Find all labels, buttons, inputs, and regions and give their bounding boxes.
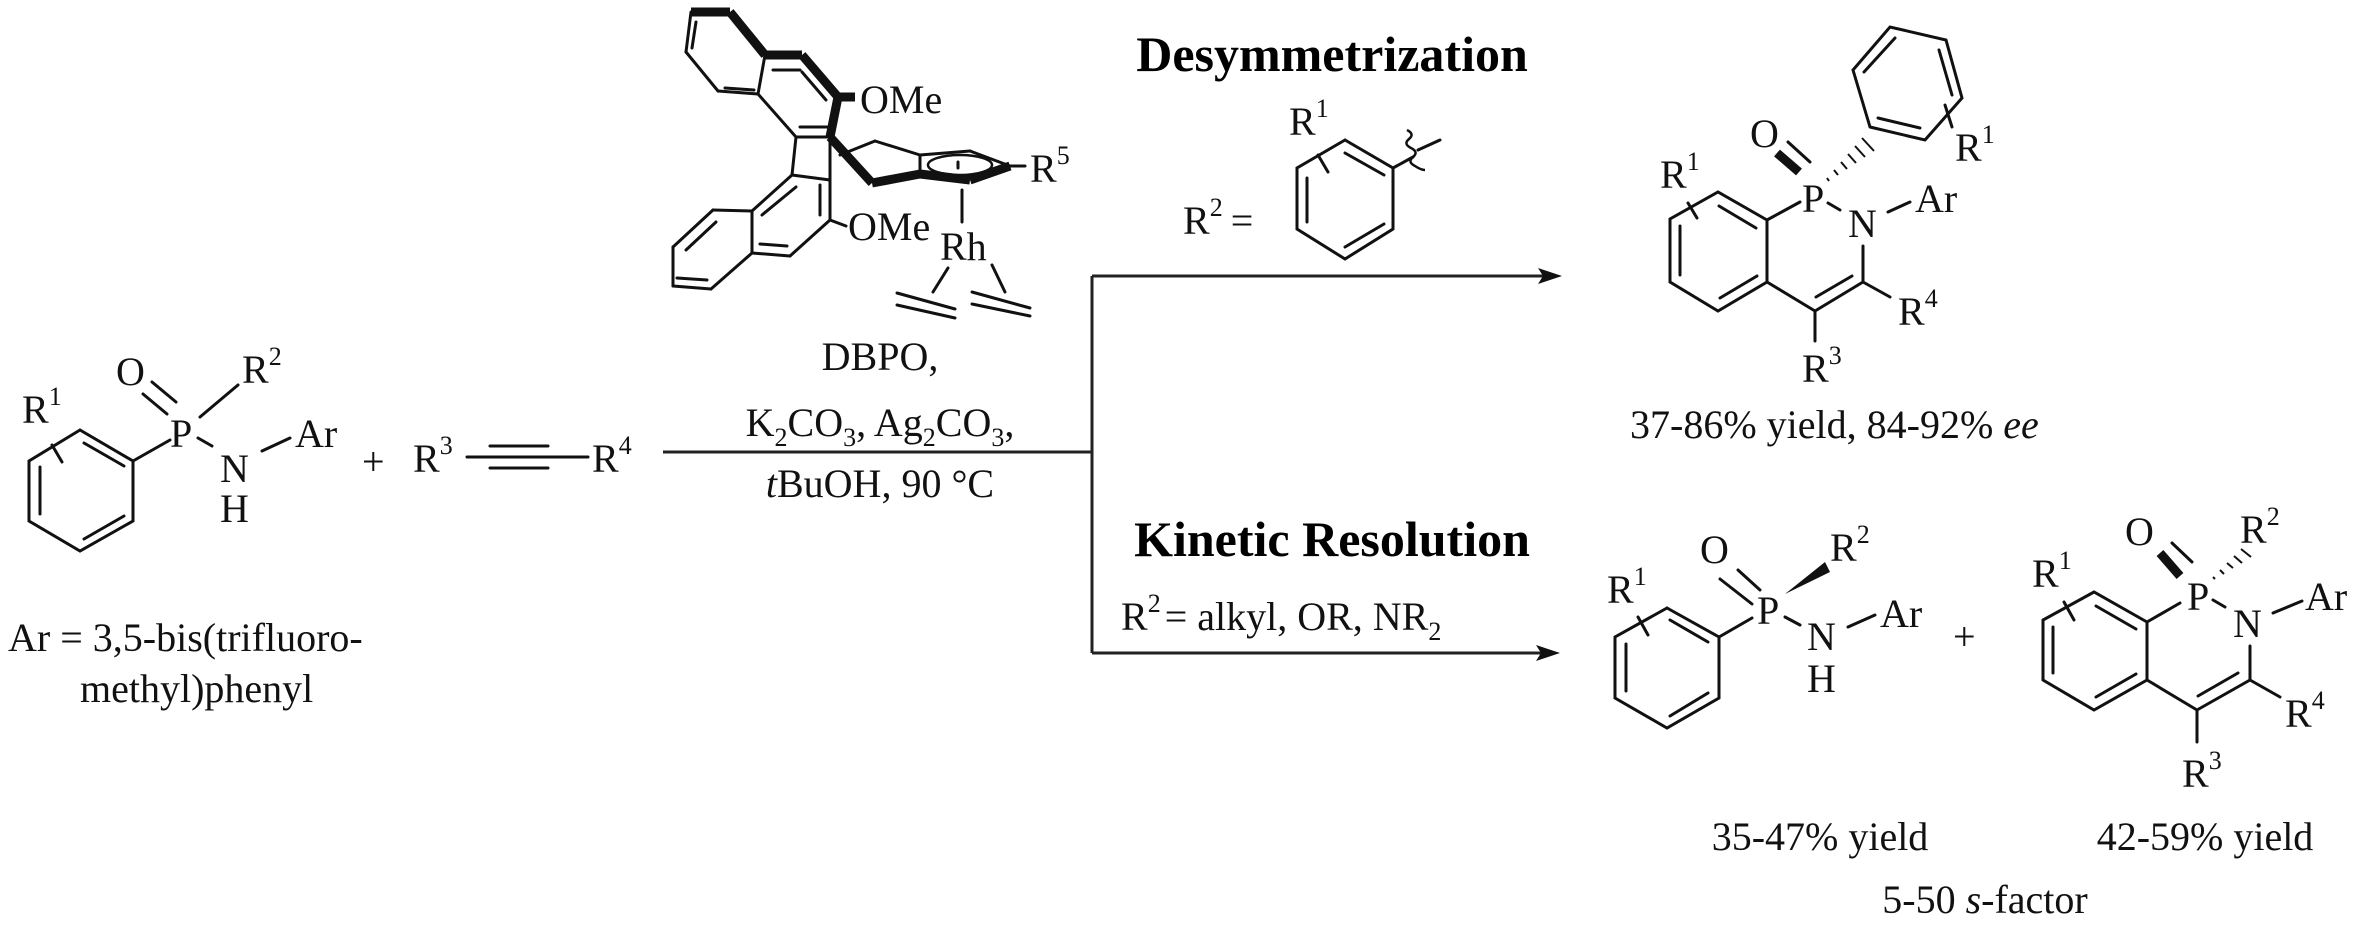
- recovered-P: P: [1757, 588, 1779, 633]
- product-desymmetrization: O P N Ar R1 R1 R4 R3: [1660, 25, 1995, 391]
- kr-product-R2: R2: [2240, 502, 2280, 552]
- ar-definition-line2: methyl)phenyl: [80, 666, 313, 711]
- product1-N: N: [1848, 201, 1877, 246]
- catalyst-OMe-bottom: OMe: [848, 204, 930, 249]
- product1-Ar: Ar: [1915, 176, 1957, 221]
- benzene-ring: [27, 428, 135, 553]
- catalyst-OMe-top: OMe: [860, 77, 942, 122]
- product1-R3: R3: [1802, 341, 1842, 391]
- condition-solvent-temp: tBuOH, 90 °C: [766, 461, 994, 506]
- condition-bases: K2CO3, Ag2CO3,: [746, 400, 1015, 452]
- plus-sign-products: +: [1953, 614, 1976, 659]
- kr-product-N: N: [2233, 601, 2262, 646]
- product1-R1-left: R1: [1660, 147, 1700, 197]
- kr-product-R1: R1: [2032, 546, 2072, 596]
- atom-R4: R4: [592, 431, 632, 481]
- recovered-O: O: [1700, 527, 1729, 572]
- product1-R4: R4: [1898, 284, 1938, 334]
- product1-O: O: [1750, 111, 1779, 156]
- recovered-H: H: [1807, 656, 1836, 701]
- product-kinetic-resolution: O P R2 N Ar R1 R4 R3: [2032, 502, 2347, 796]
- kr-product-P: P: [2187, 574, 2209, 619]
- condition-catalyst: DBPO,: [822, 334, 939, 379]
- r2-aryl-definition: R2= R1: [1183, 94, 1442, 261]
- s-factor: 5-50 s-factor: [1882, 877, 2088, 922]
- atom-O: O: [116, 349, 145, 394]
- kr-product-R4: R4: [2285, 686, 2325, 736]
- solid-wedge: [1785, 562, 1830, 594]
- catalyst-R5: R5: [1030, 141, 1070, 191]
- catalyst-Rh: Rh: [940, 224, 987, 269]
- plus-sign: +: [362, 439, 385, 484]
- recovered-R2: R2: [1830, 520, 1870, 570]
- arrowhead-top: [1538, 268, 1562, 284]
- title-desymmetrization: Desymmetrization: [1136, 26, 1528, 82]
- r2-label: R2=: [1183, 193, 1253, 243]
- title-kinetic-resolution: Kinetic Resolution: [1134, 511, 1530, 567]
- recovered-R1: R1: [1607, 562, 1647, 612]
- hashed-wedge: [1826, 137, 1875, 182]
- recovered-yield: 35-47% yield: [1712, 814, 1929, 859]
- kr-product-O: O: [2125, 509, 2154, 554]
- recovered-phosphonamide: R1 O P R2 N H Ar: [1607, 520, 1922, 730]
- hashed-wedge-kr: [2212, 548, 2252, 580]
- atom-H: H: [220, 486, 249, 531]
- rhodium-catalyst: OMe OMe Rh R5: [671, 7, 1070, 320]
- atom-R2: R2: [242, 342, 282, 392]
- reaction-arrows: [663, 268, 1562, 661]
- atom-N: N: [220, 446, 249, 491]
- kr-product-Ar: Ar: [2305, 574, 2347, 619]
- starting-phosphonamide: R1 O P R2 N H Ar: [22, 342, 337, 553]
- r2-aryl-R1: R1: [1289, 94, 1329, 144]
- atom-Ar: Ar: [295, 411, 337, 456]
- atom-P: P: [170, 411, 192, 456]
- atom-R3: R3: [413, 431, 453, 481]
- kr-product-yield: 42-59% yield: [2097, 814, 2314, 859]
- arrowhead-bottom: [1536, 645, 1560, 661]
- desymmetrization-result: 37-86% yield, 84-92% ee: [1630, 402, 2039, 447]
- recovered-N: N: [1807, 614, 1836, 659]
- atom-R1: R1: [22, 382, 62, 432]
- ar-definition-line1: Ar = 3,5-bis(trifluoro-: [8, 615, 363, 660]
- alkyne: R3 R4: [413, 431, 632, 481]
- kr-r2-condition: R2= alkyl, OR, NR2: [1121, 589, 1441, 646]
- kr-product-R3: R3: [2182, 746, 2222, 796]
- recovered-Ar: Ar: [1880, 591, 1922, 636]
- product1-R1-right: R1: [1955, 120, 1995, 170]
- product1-P: P: [1802, 176, 1824, 221]
